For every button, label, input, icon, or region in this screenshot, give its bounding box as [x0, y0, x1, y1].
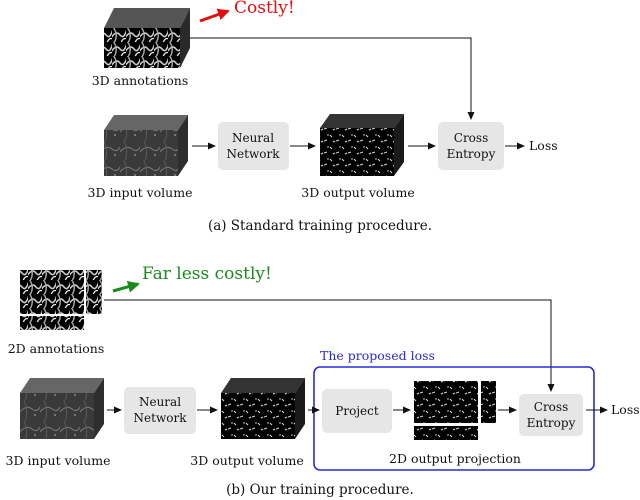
proposed-loss-title: The proposed loss [320, 348, 435, 363]
top-annotation-volume [104, 8, 190, 68]
bottom-caption: (b) Our training procedure. [226, 482, 414, 498]
far-less-costly-note: Far less costly! [142, 264, 272, 284]
bottom-network-line2: Network [134, 411, 188, 425]
project-box [322, 389, 392, 433]
top-annotations-label: 3D annotations [92, 73, 189, 88]
top-network-line1: Neural [232, 131, 274, 145]
top-network-line2: Network [227, 147, 281, 161]
bottom-annotation-connector [104, 299, 555, 392]
costly-note: Costly! [234, 0, 295, 18]
projection-label: 2D output projection [389, 451, 521, 466]
bottom-2d-annotations [20, 270, 102, 330]
top-caption: (a) Standard training procedure. [208, 218, 432, 234]
bottom-loss-box [519, 394, 583, 436]
top-network-box [218, 122, 289, 170]
green-pointer-arrow [112, 280, 140, 293]
bottom-output-volume [221, 378, 305, 439]
top-output-label: 3D output volume [301, 185, 414, 200]
top-input-volume [104, 115, 188, 176]
top-loss-box [438, 122, 504, 170]
proposed-loss-frame [313, 366, 595, 471]
top-annotation-connector [190, 37, 475, 120]
2d-output-projection [414, 381, 496, 440]
top-loss-line2: Entropy [447, 147, 496, 161]
bottom-loss-line2: Entropy [527, 416, 576, 430]
top-loss-output-label: Loss [529, 138, 558, 153]
bottom-network-box [124, 387, 196, 434]
bottom-output-label: 3D output volume [190, 453, 303, 468]
bottom-loss-output-label: Loss [611, 402, 640, 417]
bottom-annotations-label: 2D annotations [8, 341, 105, 356]
bottom-input-label: 3D input volume [6, 453, 111, 468]
top-input-label: 3D input volume [88, 185, 193, 200]
bottom-loss-line1: Cross [534, 400, 568, 414]
bottom-network-line1: Neural [139, 395, 181, 409]
project-label: Project [335, 404, 379, 418]
red-pointer-arrow [199, 8, 230, 23]
top-loss-line1: Cross [454, 131, 488, 145]
top-output-volume [320, 114, 404, 176]
bottom-input-volume [20, 378, 104, 439]
